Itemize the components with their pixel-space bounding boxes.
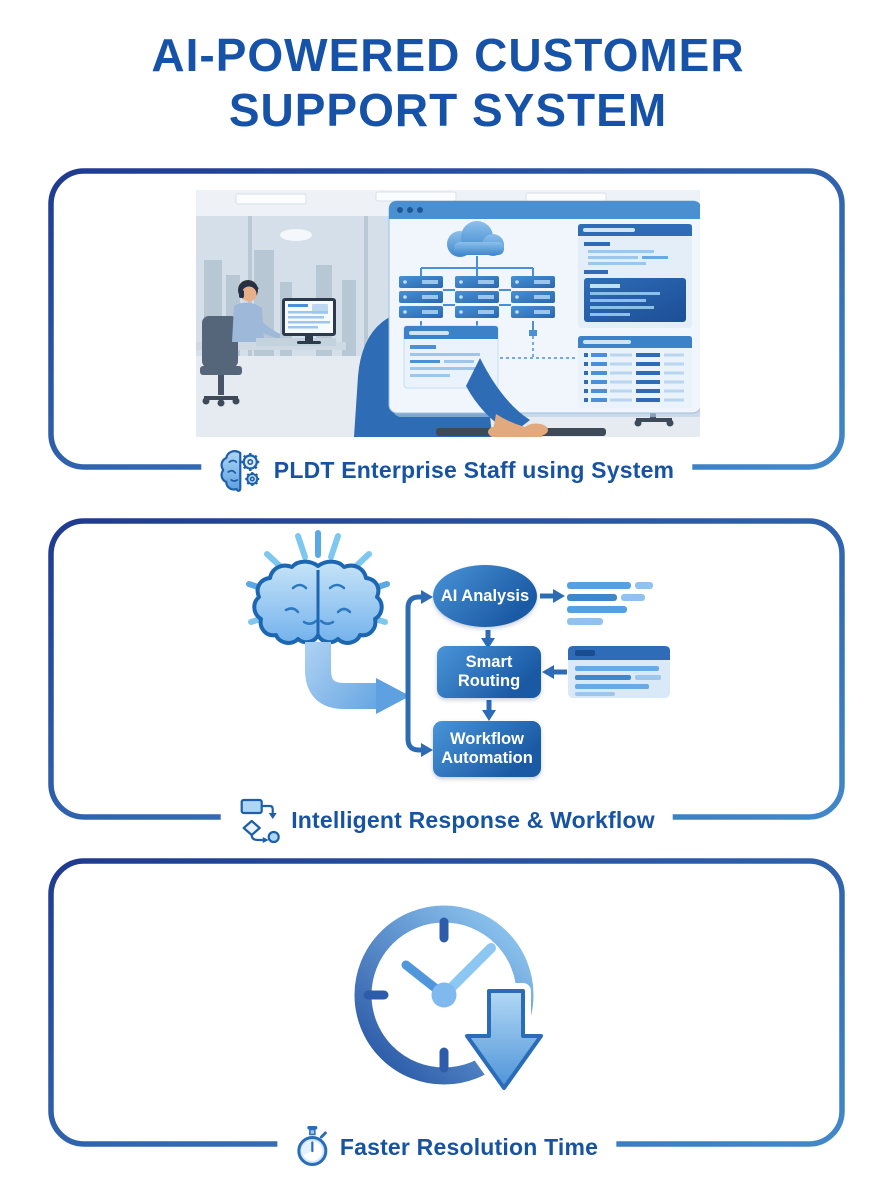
flow-node-label: AI Analysis — [440, 586, 530, 605]
flow-node-workflow-automation: Workflow Automation — [433, 721, 541, 777]
page-title: AI-POWERED CUSTOMER SUPPORT SYSTEM — [151, 29, 745, 137]
panel-workflow: AI Analysis Smart Routing Workflow Autom… — [48, 518, 845, 846]
flow-node-ai-analysis: AI Analysis — [433, 565, 537, 627]
office-illustration — [196, 190, 700, 437]
dashed-links — [500, 336, 576, 359]
caption-staff: PLDT Enterprise Staff using System — [200, 444, 693, 496]
server-connectors — [420, 256, 534, 330]
workflow-diagram — [246, 530, 670, 757]
flow-node-label: Workflow Automation — [441, 730, 533, 767]
caption-staff-text: PLDT Enterprise Staff using System — [273, 456, 675, 483]
flow-node-smart-routing: Smart Routing — [437, 646, 541, 698]
down-arrow-icon — [459, 983, 549, 1096]
detail-panel — [578, 224, 692, 328]
panel-resolution: Faster Resolution Time — [48, 858, 845, 1173]
cloud-icon — [447, 221, 504, 257]
connector-arrowheads — [481, 589, 565, 721]
bracket-arrowheads — [421, 590, 433, 757]
caption-workflow-text: Intelligent Response & Workflow — [291, 806, 655, 833]
brain-gear-icon — [219, 450, 259, 492]
node-connectors — [485, 593, 567, 710]
caption-resolution: Faster Resolution Time — [276, 1121, 617, 1173]
clock-ticks — [363, 917, 449, 1073]
table-panel — [578, 336, 692, 408]
panel-staff: PLDT Enterprise Staff using System — [48, 168, 845, 496]
caption-resolution-text: Faster Resolution Time — [339, 1133, 599, 1160]
left-coworker — [200, 280, 336, 407]
agent-arms — [358, 358, 606, 437]
dashboard-window — [388, 200, 700, 417]
brain-icon — [252, 559, 384, 645]
clock-center — [431, 982, 457, 1008]
server-stacks — [399, 276, 555, 336]
flowchart-icon — [240, 798, 280, 844]
text-lines-icon — [567, 582, 653, 625]
stopwatch-icon — [296, 1126, 327, 1166]
ticket-card-icon — [568, 646, 670, 698]
resolution-graphic — [354, 905, 549, 1096]
caption-workflow: Intelligent Response & Workflow — [220, 794, 673, 846]
bracket-connector — [405, 594, 421, 753]
flow-node-label: Smart Routing — [457, 653, 521, 690]
flow-arrow — [305, 642, 410, 714]
